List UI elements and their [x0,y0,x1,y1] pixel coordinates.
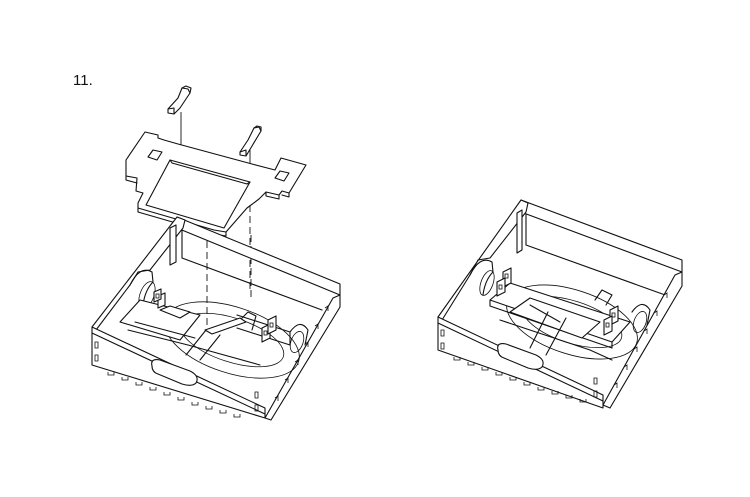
clip-right-part [239,125,262,157]
assembled-view [437,199,683,409]
box-open-part [91,216,341,421]
exploded-view [91,85,341,421]
step-number: 11. [73,72,93,89]
clip-left-part [167,85,192,115]
frame-plate-part [125,131,307,237]
